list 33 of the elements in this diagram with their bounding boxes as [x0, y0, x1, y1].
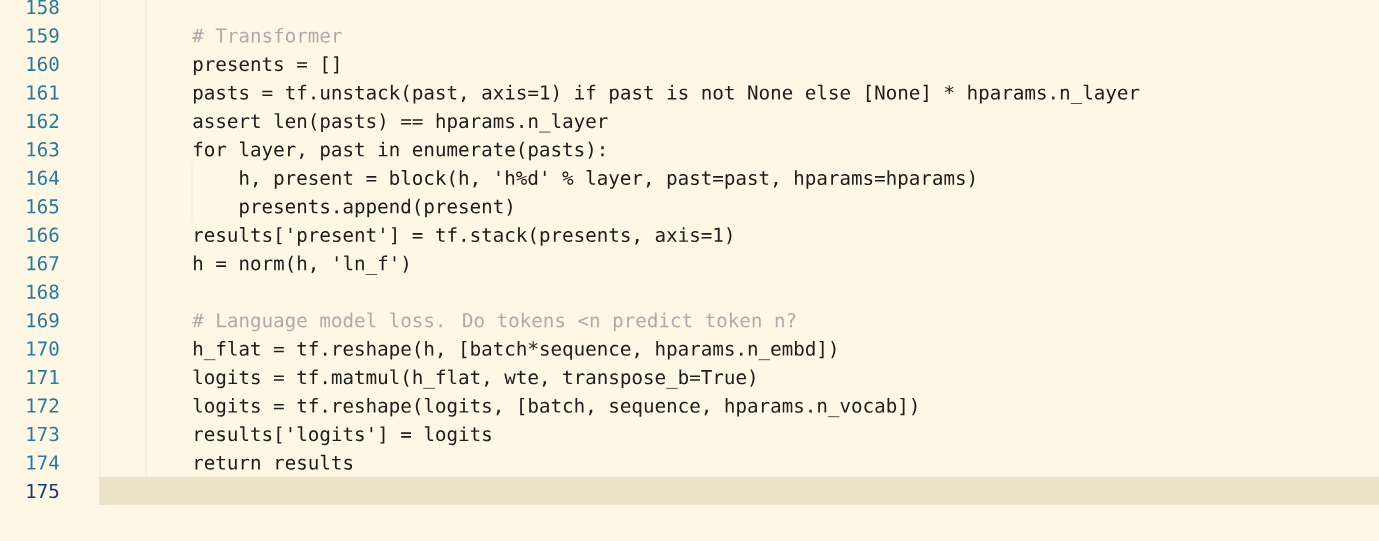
line-number: 160: [27, 56, 59, 72]
line-number: 164: [27, 170, 59, 186]
line-number: 172: [27, 398, 59, 413]
line-number: 163: [27, 142, 59, 157]
code-line: results['logits'] = logits: [195, 426, 491, 446]
code-line: results['present'] = tf.stack(presents, axis=1): [195, 227, 732, 246]
code-line: logits = tf.matmul(h_flat, wte, transpose_b=True): [193, 369, 755, 389]
line-number: 167: [27, 255, 59, 271]
line-number: 170: [27, 341, 59, 356]
code-comment: # Language model loss. Do tokens <n predict token n?: [192, 312, 796, 332]
code-line: presents.append(present): [240, 198, 512, 218]
line-number: 162: [27, 113, 59, 129]
line-number: 173: [27, 426, 59, 442]
code-comment: # Transformer: [192, 27, 342, 43]
line-number: 168: [27, 284, 59, 299]
line-number: 158: [27, 0, 59, 15]
line-number: 159: [27, 28, 59, 43]
line-number: 161: [27, 85, 59, 100]
line-number: 171: [27, 370, 59, 385]
code-line: h = norm(h, 'ln_f'): [194, 255, 408, 275]
code-line: assert len(pasts) == hparams.n_layer: [193, 113, 608, 133]
line-number: 166: [27, 227, 59, 243]
line-number: 174: [27, 455, 59, 470]
line-number: 169: [27, 312, 59, 328]
line-number: 175: [27, 484, 59, 499]
code-line: for layer, past in enumerate(pasts):: [194, 141, 604, 161]
code-line: h, present = block(h, 'h%d' % layer, past=past, hparams=hparams): [240, 170, 975, 189]
code-line: pasts = tf.unstack(past, axis=1) if past is not None else [None] * hparams.n_layer: [194, 84, 1140, 104]
code-line: logits = tf.reshape(logits, [batch, sequence, hparams.n_vocab]): [193, 397, 917, 418]
code-line: presents = []: [194, 56, 339, 75]
code-line: return results: [195, 454, 353, 470]
code-line: h_flat = tf.reshape(h, [batch*sequence, hparams.n_embd]): [194, 340, 836, 361]
line-number: 165: [27, 199, 59, 214]
